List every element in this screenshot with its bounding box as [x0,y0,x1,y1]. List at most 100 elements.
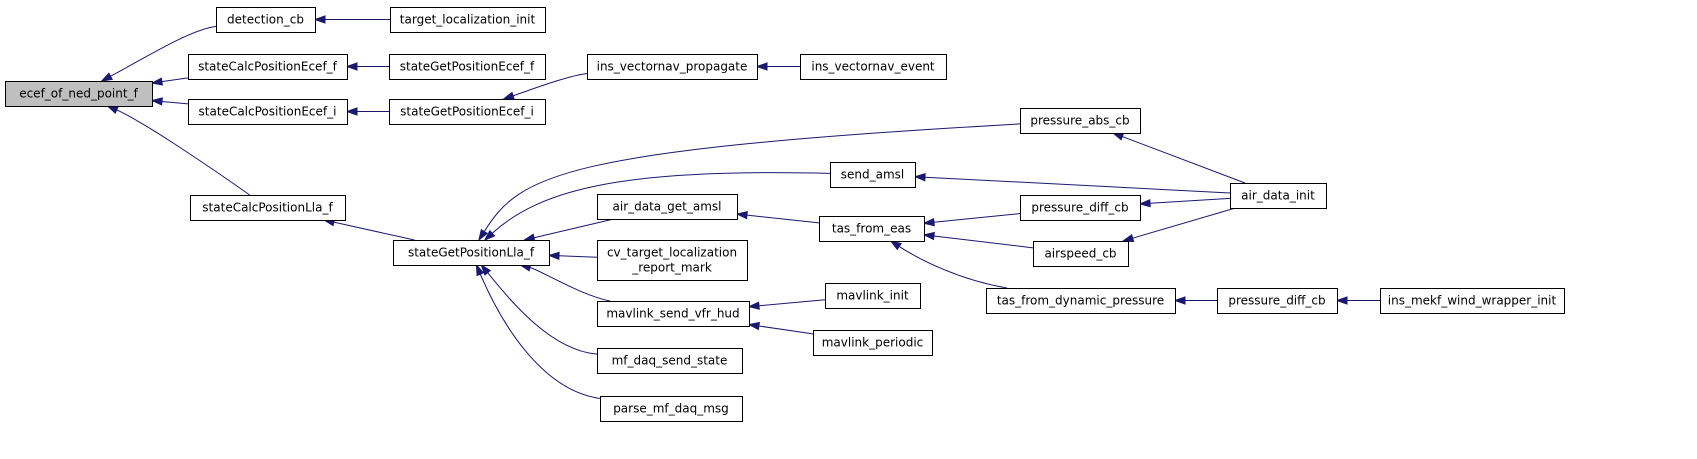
node-label: pressure_diff_cb [1031,201,1128,215]
node-mavlink_init[interactable]: mavlink_init [825,283,921,309]
node-stateCalcPositionEcef_f[interactable]: stateCalcPositionEcef_f [188,54,348,80]
node-pressure_diff_cb_2[interactable]: pressure_diff_cb [1217,288,1338,314]
node-box[interactable] [393,240,550,266]
node-box[interactable] [587,54,758,80]
node-label: mf_daq_send_state [612,354,728,368]
node-box[interactable] [830,162,916,188]
node-label: send_amsl [841,168,905,182]
node-label: airspeed_cb [1044,247,1116,261]
node-tas_from_eas[interactable]: tas_from_eas [819,216,925,242]
node-label: ins_vectornav_propagate [597,60,748,74]
node-stateGetPositionLla_f[interactable]: stateGetPositionLla_f [393,240,550,266]
node-target_localization_init[interactable]: target_localization_init [390,7,546,33]
node-ins_mekf_wind_wrapper_init[interactable]: ins_mekf_wind_wrapper_init [1380,288,1565,314]
node-mf_daq_send_state[interactable]: mf_daq_send_state [597,348,743,374]
edge-line [898,246,1008,289]
node-box[interactable] [600,396,743,422]
node-airspeed_cb[interactable]: airspeed_cb [1033,241,1129,267]
node-box[interactable] [390,7,546,33]
node-ins_vectornav_propagate[interactable]: ins_vectornav_propagate [587,54,758,80]
node-box[interactable] [188,99,348,125]
node-box[interactable] [1020,195,1141,221]
node-label: stateCalcPositionLla_f [202,201,333,215]
edge-mavlink_send_vfr_hud-to-stateGetPositionLla_f [518,263,611,302]
node-label: pressure_diff_cb [1228,294,1325,308]
nodes-layer: ecef_of_ned_point_f detection_cb target_lo… [5,7,1565,422]
node-box[interactable] [1033,241,1129,267]
edge-line [491,172,831,234]
node-label: tas_from_eas [832,222,911,236]
arrowhead-icon [106,105,119,115]
edges-layer [100,15,1380,399]
arrowhead-icon [1121,234,1135,243]
node-box[interactable] [800,54,947,80]
arrowhead-icon [345,62,358,71]
node-pressure_abs_cb[interactable]: pressure_abs_cb [1020,108,1141,134]
node-parse_mf_daq_msg[interactable]: parse_mf_daq_msg [600,396,743,422]
edge-cv_target_localization_report_mark-to-stateGetPositionLla_f [547,251,598,261]
node-box[interactable] [1230,183,1327,209]
node-cv_target_localization_report_mark[interactable]: cv_target_localization_report_mark [597,240,748,281]
edge-line [1149,197,1231,204]
node-box[interactable] [190,195,346,221]
node-box[interactable] [597,348,743,374]
edge-ins_vectornav_event-to-ins_vectornav_propagate [755,62,800,71]
node-label: mavlink_periodic [822,336,924,350]
edge-line [533,218,614,239]
node-air_data_init[interactable]: air_data_init [1230,183,1327,209]
node-box[interactable] [1217,288,1338,314]
node-label: mavlink_send_vfr_hud [606,307,739,321]
node-label: tas_from_dynamic_pressure [997,294,1164,308]
edge-line [110,25,217,77]
edge-pressure_diff_cb_1-to-tas_from_eas [922,213,1021,227]
node-stateGetPositionEcef_i[interactable]: stateGetPositionEcef_i [389,99,546,125]
edge-line [161,77,189,83]
node-mavlink_send_vfr_hud[interactable]: mavlink_send_vfr_hud [597,301,750,327]
arrowhead-icon [100,72,113,82]
edge-tas_from_eas-to-air_data_get_amsl [735,210,820,224]
node-box[interactable] [813,330,933,356]
node-label: cv_target_localization [607,246,737,260]
edge-stateGetPositionLla_f-to-stateCalcPositionLla_f [322,218,415,241]
node-label: _report_mark [631,261,712,275]
arrowhead-icon [922,231,935,241]
node-box[interactable] [819,216,925,242]
node-box[interactable] [389,54,546,80]
edge-mavlink_init-to-mavlink_send_vfr_hud [747,299,826,310]
node-box[interactable] [188,54,348,80]
arrowhead-icon [1335,296,1348,305]
node-detection_cb[interactable]: detection_cb [216,7,316,33]
node-box[interactable] [597,301,750,327]
node-box[interactable] [825,283,921,309]
node-box[interactable] [986,288,1176,314]
edge-line [483,123,1021,232]
node-stateCalcPositionEcef_i[interactable]: stateCalcPositionEcef_i [188,99,348,125]
node-pressure_diff_cb_1[interactable]: pressure_diff_cb [1020,195,1141,221]
node-box[interactable] [597,240,748,281]
edge-stateCalcPositionEcef_i-to-ecef_of_ned_point_f [150,97,189,106]
node-ecef_of_ned_point_f[interactable]: ecef_of_ned_point_f [5,81,153,107]
node-label: stateGetPositionEcef_f [400,60,535,74]
node-stateCalcPositionLla_f[interactable]: stateCalcPositionLla_f [190,195,346,221]
node-box[interactable] [1020,108,1141,134]
arrowhead-icon [345,107,358,116]
node-label: stateCalcPositionEcef_i [199,105,337,119]
edge-line [529,266,611,302]
node-stateGetPositionEcef_f[interactable]: stateGetPositionEcef_f [389,54,546,80]
node-mavlink_periodic[interactable]: mavlink_periodic [813,330,933,356]
node-box[interactable] [216,7,316,33]
node-tas_from_dynamic_pressure[interactable]: tas_from_dynamic_pressure [986,288,1176,314]
node-box[interactable] [1380,288,1565,314]
node-ins_vectornav_event[interactable]: ins_vectornav_event [800,54,947,80]
arrowhead-icon [747,321,760,331]
arrowhead-icon [483,229,496,242]
node-air_data_get_amsl[interactable]: air_data_get_amsl [597,194,738,220]
edge-line [333,221,415,241]
arrowhead-icon [547,251,560,261]
node-box[interactable] [389,99,546,125]
node-box[interactable] [5,81,153,107]
node-box[interactable] [597,194,738,220]
edge-line [933,213,1021,223]
node-send_amsl[interactable]: send_amsl [830,162,916,188]
edge-detection_cb-to-ecef_of_ned_point_f [100,25,217,82]
